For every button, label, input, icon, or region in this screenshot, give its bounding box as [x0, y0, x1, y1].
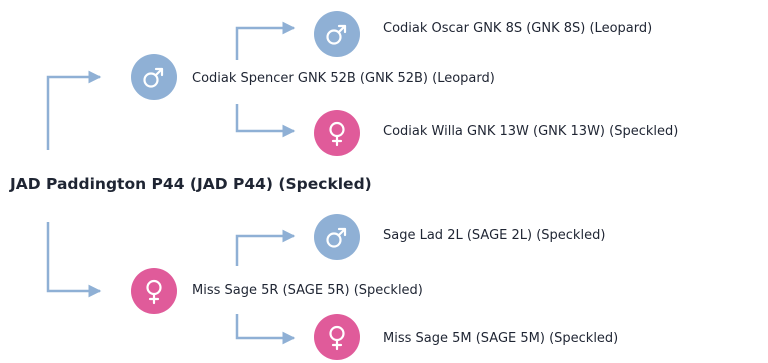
- connector-sire-to-paternal-granddam: [235, 104, 296, 138]
- female-symbol-icon: [146, 279, 162, 305]
- connector-subject-to-sire: [46, 70, 102, 150]
- maternal-grandsire-node[interactable]: [314, 214, 360, 260]
- connector-subject-to-dam: [46, 222, 102, 298]
- male-symbol-icon: [326, 227, 347, 248]
- paternal-granddam-node[interactable]: [314, 110, 360, 156]
- sire-node[interactable]: [131, 54, 177, 100]
- subject-name: JAD Paddington P44 (JAD P44) (Speckled): [10, 175, 372, 193]
- maternal-granddam-node[interactable]: [314, 314, 360, 360]
- female-symbol-icon: [329, 325, 345, 351]
- connector-sire-to-paternal-grandsire: [235, 21, 296, 60]
- female-symbol-icon: [329, 121, 345, 147]
- paternal-granddam-label[interactable]: Codiak Willa GNK 13W (GNK 13W) (Speckled…: [383, 124, 679, 139]
- male-symbol-icon: [326, 24, 347, 45]
- dam-node[interactable]: [131, 268, 177, 314]
- paternal-grandsire-label[interactable]: Codiak Oscar GNK 8S (GNK 8S) (Leopard): [383, 21, 653, 36]
- maternal-grandsire-label[interactable]: Sage Lad 2L (SAGE 2L) (Speckled): [383, 228, 606, 243]
- male-symbol-icon: [143, 67, 164, 88]
- connector-dam-to-maternal-grandsire: [235, 229, 296, 266]
- connector-dam-to-maternal-granddam: [235, 314, 296, 345]
- paternal-grandsire-node[interactable]: [314, 11, 360, 57]
- dam-label[interactable]: Miss Sage 5R (SAGE 5R) (Speckled): [192, 283, 423, 298]
- maternal-granddam-label[interactable]: Miss Sage 5M (SAGE 5M) (Speckled): [383, 331, 619, 346]
- sire-label[interactable]: Codiak Spencer GNK 52B (GNK 52B) (Leopar…: [192, 71, 495, 86]
